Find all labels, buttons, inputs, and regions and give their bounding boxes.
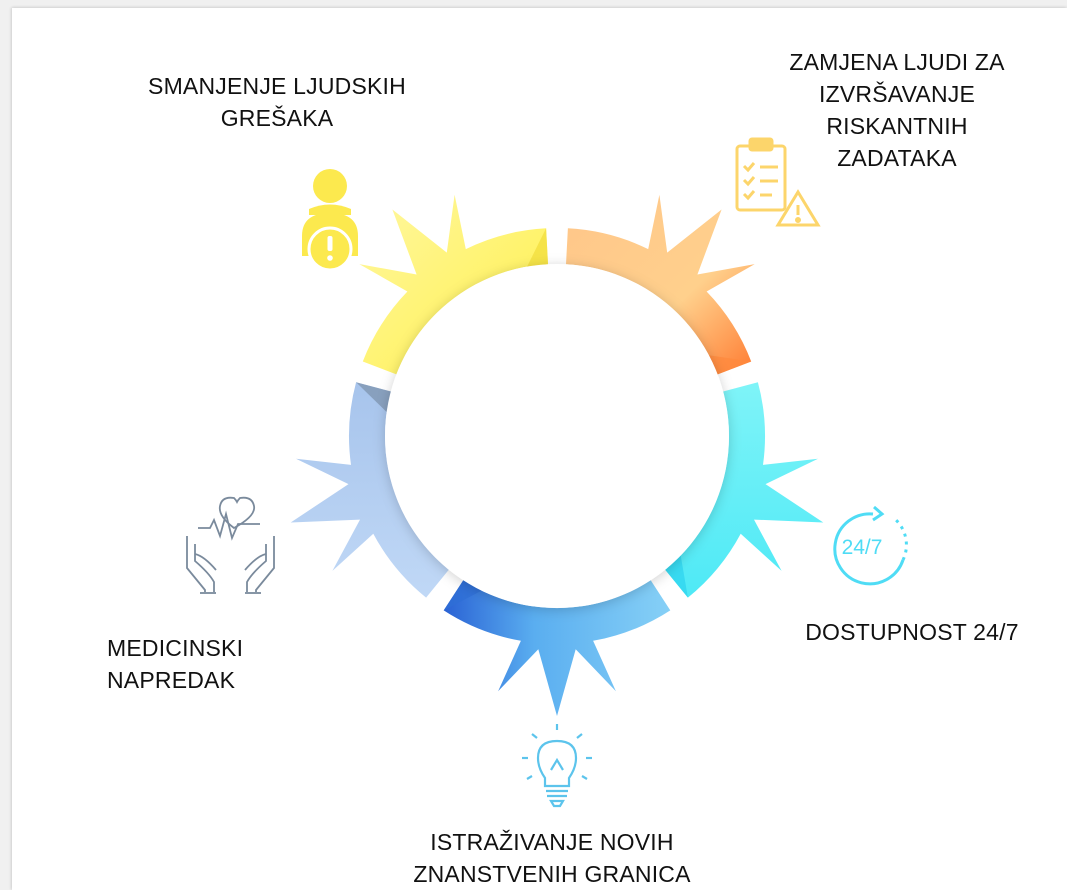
segment-zamjena-shade <box>708 355 752 375</box>
center-circle <box>385 264 729 608</box>
label-zamjena-ljudi: ZAMJENA LJUDI ZA IZVRŠAVANJE RISKANTNIH … <box>757 46 1037 174</box>
label-line: NAPREDAK <box>107 667 236 693</box>
person-alert-icon <box>302 169 358 272</box>
label-line: GREŠAKA <box>220 105 334 131</box>
diagram-canvas: 24/7 <box>12 8 1067 890</box>
label-istrazivanje: ISTRAŽIVANJE NOVIH ZNANSTVENIH GRANICA <box>382 826 722 890</box>
segment-medicinski <box>290 382 449 598</box>
heart-hands-icon <box>186 496 275 594</box>
segment-istrazivanje-shade <box>443 580 482 611</box>
label-dostupnost: DOSTUPNOST 24/7 <box>772 616 1052 648</box>
clock-text: 24/7 <box>842 536 883 559</box>
label-line: DOSTUPNOST 24/7 <box>805 619 1019 645</box>
icons-layer: 24/7 <box>186 137 908 808</box>
label-line: ZADATAKA <box>837 145 957 171</box>
label-smanjenje-ljudskih-gresaka: SMANJENJE LJUDSKIH GREŠAKA <box>122 70 432 134</box>
lightbulb-icon <box>522 724 592 808</box>
label-line: ZNANSTVENIH GRANICA <box>413 861 691 887</box>
segment-medicinski-shade <box>356 382 391 413</box>
label-line: RISKANTNIH <box>826 113 968 139</box>
label-line: SMANJENJE LJUDSKIH <box>148 73 406 99</box>
segment-smanjenje-shade <box>527 228 548 267</box>
cycle-diagram: 24/7 <box>186 137 908 808</box>
segment-zamjena <box>566 194 755 375</box>
label-line: MEDICINSKI <box>107 635 244 661</box>
segments-layer <box>290 194 824 716</box>
label-line: ZAMJENA LJUDI ZA <box>789 49 1005 75</box>
label-line: ISTRAŽIVANJE NOVIH <box>430 829 674 855</box>
clock-24-7-icon: 24/7 <box>833 505 908 586</box>
label-medicinski-napredak: MEDICINSKI NAPREDAK <box>107 632 257 696</box>
label-line: IZVRŠAVANJE <box>819 81 975 107</box>
segment-dostupnost-shade <box>665 555 688 598</box>
segment-dostupnost <box>665 382 824 598</box>
segment-smanjenje <box>359 194 548 375</box>
clipboard-warning-icon <box>735 137 821 227</box>
segment-istrazivanje <box>443 580 671 716</box>
